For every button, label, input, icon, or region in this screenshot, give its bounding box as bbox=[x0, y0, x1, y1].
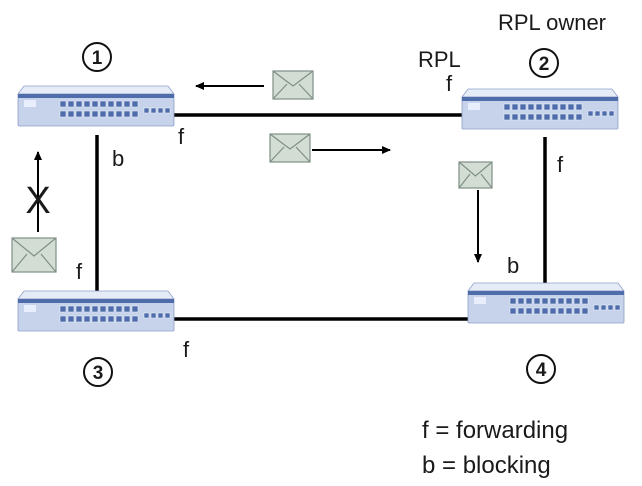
network-switch-icon bbox=[17, 290, 175, 332]
rpl-owner-label: RPL owner bbox=[498, 10, 606, 35]
message-4 bbox=[11, 237, 57, 273]
port-label-f: f bbox=[183, 337, 190, 362]
blocked-mark: X bbox=[25, 180, 50, 222]
message-2 bbox=[269, 133, 311, 163]
message-1 bbox=[272, 70, 314, 100]
node-number: 3 bbox=[93, 363, 104, 384]
legend-blocking: b = blocking bbox=[422, 452, 551, 479]
port-label-f: f bbox=[76, 259, 83, 284]
switch-4 bbox=[467, 282, 625, 324]
port-label-f: f bbox=[446, 71, 453, 96]
switch-3 bbox=[17, 290, 175, 332]
switch-1 bbox=[17, 85, 175, 127]
node-badge-2: 2 bbox=[529, 48, 559, 78]
port-label-b: b bbox=[112, 146, 124, 171]
port-label-f: f bbox=[178, 124, 185, 149]
switch-2 bbox=[461, 88, 619, 130]
node-number: 4 bbox=[536, 360, 547, 381]
envelope-icon bbox=[272, 70, 314, 100]
node-badge-3: 3 bbox=[83, 357, 113, 387]
port-label-b: b bbox=[507, 253, 519, 278]
node-badge-1: 1 bbox=[82, 42, 112, 72]
envelope-icon bbox=[269, 133, 311, 163]
node-number: 2 bbox=[539, 54, 550, 75]
node-badge-4: 4 bbox=[526, 354, 556, 384]
rpl-label: RPL bbox=[418, 47, 461, 72]
network-switch-icon bbox=[467, 282, 625, 324]
network-switch-icon bbox=[17, 85, 175, 127]
message-3 bbox=[458, 161, 493, 189]
node-number: 1 bbox=[92, 48, 103, 69]
network-switch-icon bbox=[461, 88, 619, 130]
port-label-f: f bbox=[557, 152, 564, 177]
legend-forwarding: f = forwarding bbox=[422, 417, 568, 444]
